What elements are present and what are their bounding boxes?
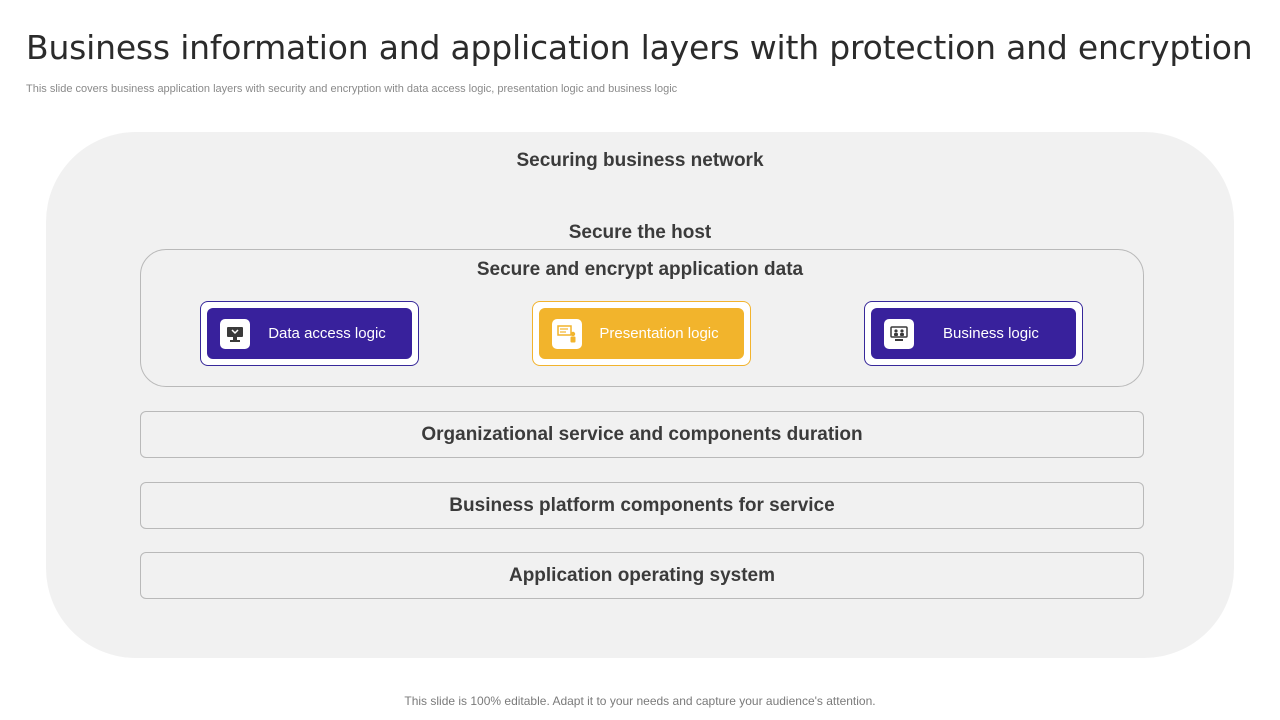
host-layer-label: Secure the host — [568, 222, 712, 243]
business-logic-label: Business logic — [943, 325, 1039, 342]
data-access-logic-fill: Data access logic — [207, 308, 412, 359]
footer-note: This slide is 100% editable. Adapt it to… — [404, 694, 876, 708]
presentation-logic-fill: Presentation logic — [539, 308, 744, 359]
network-layer-label: Securing business network — [516, 150, 764, 171]
computer-users-icon — [884, 318, 914, 349]
layer-operating-system: Application operating system — [140, 552, 1144, 599]
layer-organizational-service: Organizational service and components du… — [140, 411, 1144, 458]
monitor-icon — [220, 318, 250, 349]
presentation-logic-label: Presentation logic — [599, 325, 719, 342]
page-subtitle: This slide covers business application l… — [26, 83, 678, 95]
application-layer-label: Secure and encrypt application data — [476, 259, 804, 280]
business-logic-fill: Business logic — [871, 308, 1076, 359]
data-access-logic-box: Data access logic — [200, 301, 419, 366]
presentation-logic-box: Presentation logic — [532, 301, 751, 366]
presentation-board-icon — [552, 318, 582, 349]
layer-business-platform: Business platform components for service — [140, 482, 1144, 529]
data-access-logic-label: Data access logic — [268, 325, 386, 342]
page-title: Business information and application lay… — [26, 28, 1253, 67]
business-logic-box: Business logic — [864, 301, 1083, 366]
